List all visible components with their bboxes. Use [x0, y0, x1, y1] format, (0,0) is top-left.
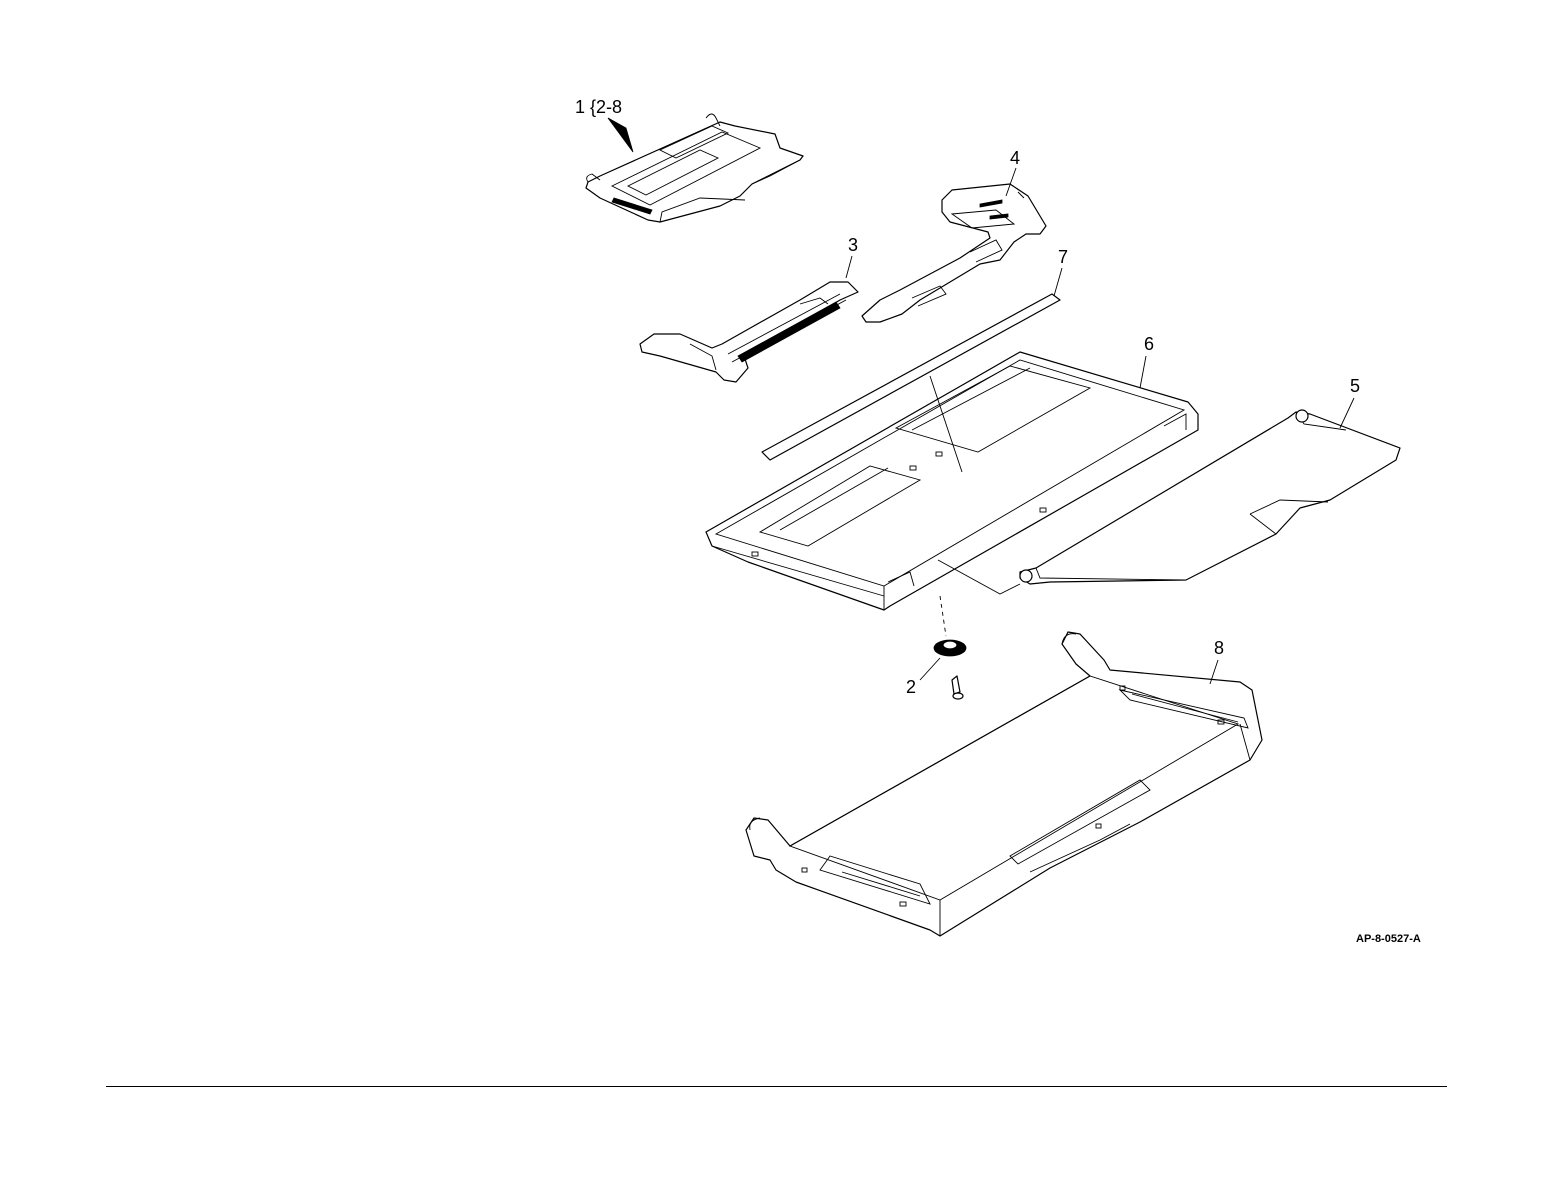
- leader-7: [1054, 268, 1062, 296]
- part-1-pointer-arrow: [608, 118, 633, 152]
- leader-6: [1140, 356, 1146, 388]
- callout-1: 1 {2-8: [575, 97, 622, 117]
- callout-8: 8: [1214, 638, 1224, 658]
- part-3-end-guide: [640, 282, 858, 382]
- callout-3: 3: [848, 235, 858, 255]
- callout-6: 6: [1144, 334, 1154, 354]
- callout-2: 2: [906, 677, 916, 697]
- part-2-gear: [934, 596, 966, 699]
- page-footer-rule: [106, 1086, 1447, 1087]
- part-8-cassette-tray: [746, 632, 1262, 936]
- callout-4: 4: [1010, 148, 1020, 168]
- leader-3: [846, 256, 852, 278]
- leader-5: [1340, 398, 1354, 428]
- leader-2: [920, 658, 940, 680]
- callout-7: 7: [1058, 247, 1068, 267]
- part-4-side-guide: [862, 184, 1046, 322]
- callout-5: 5: [1350, 376, 1360, 396]
- figure-id: AP-8-0527-A: [1356, 933, 1421, 945]
